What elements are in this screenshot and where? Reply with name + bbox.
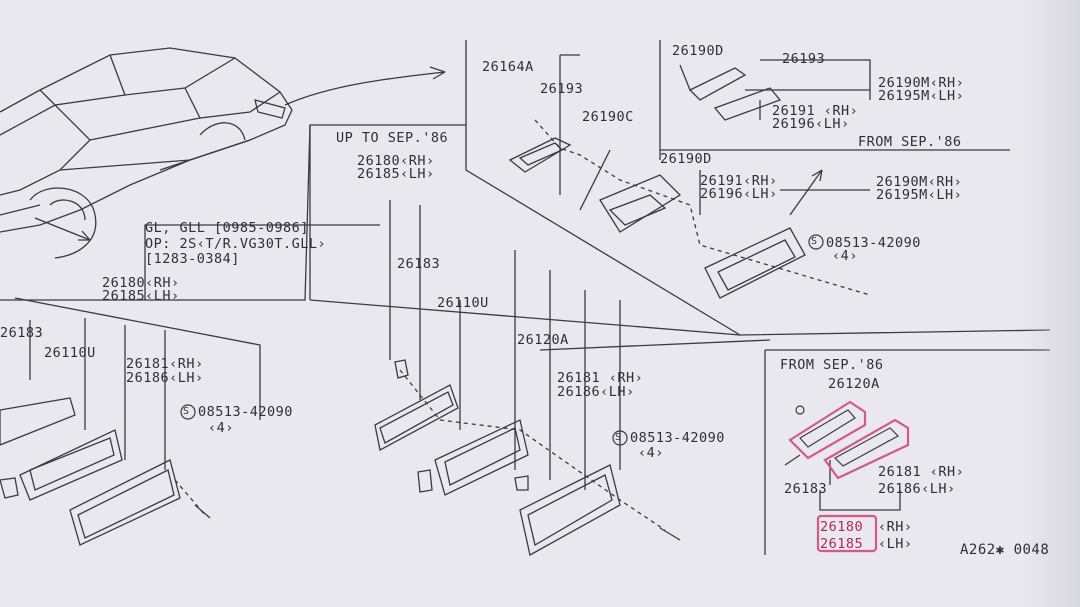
lamp-housing-left bbox=[0, 397, 181, 546]
part-label: 26190D bbox=[672, 43, 724, 59]
part-label: 26120A bbox=[517, 332, 569, 348]
part-label: 26190C bbox=[582, 109, 634, 125]
part-label: 26191 ‹RH› bbox=[772, 103, 859, 119]
screw-qty: ‹4› bbox=[832, 248, 858, 264]
part-label: 26193 bbox=[782, 51, 826, 67]
arrow-upper bbox=[284, 71, 446, 106]
screw-label: 08513-42090 bbox=[198, 404, 293, 420]
part-label: 26186‹LH› bbox=[878, 481, 956, 497]
part-label: 26190M‹RH› bbox=[878, 75, 965, 91]
part-label: 26185‹LH› bbox=[357, 166, 435, 182]
part-label-side: ‹RH› bbox=[878, 519, 913, 535]
part-label: 26180‹RH› bbox=[102, 275, 180, 291]
part-label: 26183 bbox=[784, 481, 828, 497]
part-label: 26196‹LH› bbox=[700, 186, 778, 202]
screw-label: 08513-42090 bbox=[826, 235, 921, 251]
section-note: UP TO SEP.'86 bbox=[336, 130, 449, 146]
lamp-housing-center bbox=[374, 359, 621, 556]
screw-qty: ‹4› bbox=[638, 445, 664, 461]
section-note: FROM SEP.'86 bbox=[780, 357, 884, 373]
part-label: 26120A bbox=[828, 376, 880, 392]
part-label: 26110U bbox=[44, 345, 96, 361]
option-note: OP: 2S‹T/R.VG30T.GLL› bbox=[145, 236, 327, 252]
part-label: 26110U bbox=[437, 295, 489, 311]
part-label: 26180‹RH› bbox=[357, 153, 435, 169]
part-label: 26195M‹LH› bbox=[876, 187, 963, 203]
part-label: 26191‹RH› bbox=[700, 173, 778, 189]
car-illustration bbox=[0, 47, 293, 259]
part-label: 26195M‹LH› bbox=[878, 88, 965, 104]
diagram-reference-code: A262✱ 0048 bbox=[960, 542, 1050, 558]
part-label: 26181 ‹RH› bbox=[557, 370, 644, 386]
lamp-housing-upper-right bbox=[508, 67, 806, 299]
section-note: FROM SEP.'86 bbox=[858, 134, 962, 150]
paper-edge-shadow bbox=[1020, 0, 1080, 607]
part-label: 26181‹RH› bbox=[126, 356, 204, 372]
part-label: 26196‹LH› bbox=[772, 116, 850, 132]
screw-symbol: S bbox=[811, 236, 818, 247]
part-label: 26183 bbox=[397, 256, 441, 272]
arrow-lower bbox=[34, 217, 91, 241]
screw-symbol: S bbox=[183, 406, 190, 417]
part-label: 26193 bbox=[540, 81, 584, 97]
part-label-highlighted: 26185 bbox=[820, 536, 864, 552]
part-label: 26186‹LH› bbox=[126, 370, 204, 386]
part-label: 26186‹LH› bbox=[557, 384, 635, 400]
part-label: 26164A bbox=[482, 59, 534, 75]
part-label: 26181 ‹RH› bbox=[878, 464, 965, 480]
screw-qty: ‹4› bbox=[208, 420, 234, 436]
part-label-highlighted: 26180 bbox=[820, 519, 864, 535]
highlighted-lamp bbox=[788, 400, 910, 553]
part-label: 26183 bbox=[0, 325, 44, 341]
model-note: GL, GLL [0985-0986] bbox=[145, 220, 309, 236]
screw-label: 08513-42090 bbox=[630, 430, 725, 446]
screw-symbol: S bbox=[615, 432, 622, 443]
part-label: 26185‹LH› bbox=[102, 288, 180, 304]
date-note: [1283-0384] bbox=[145, 251, 240, 267]
part-label: 26190M‹RH› bbox=[876, 174, 963, 190]
part-label-side: ‹LH› bbox=[878, 536, 913, 552]
part-label: 26190D bbox=[660, 151, 712, 167]
